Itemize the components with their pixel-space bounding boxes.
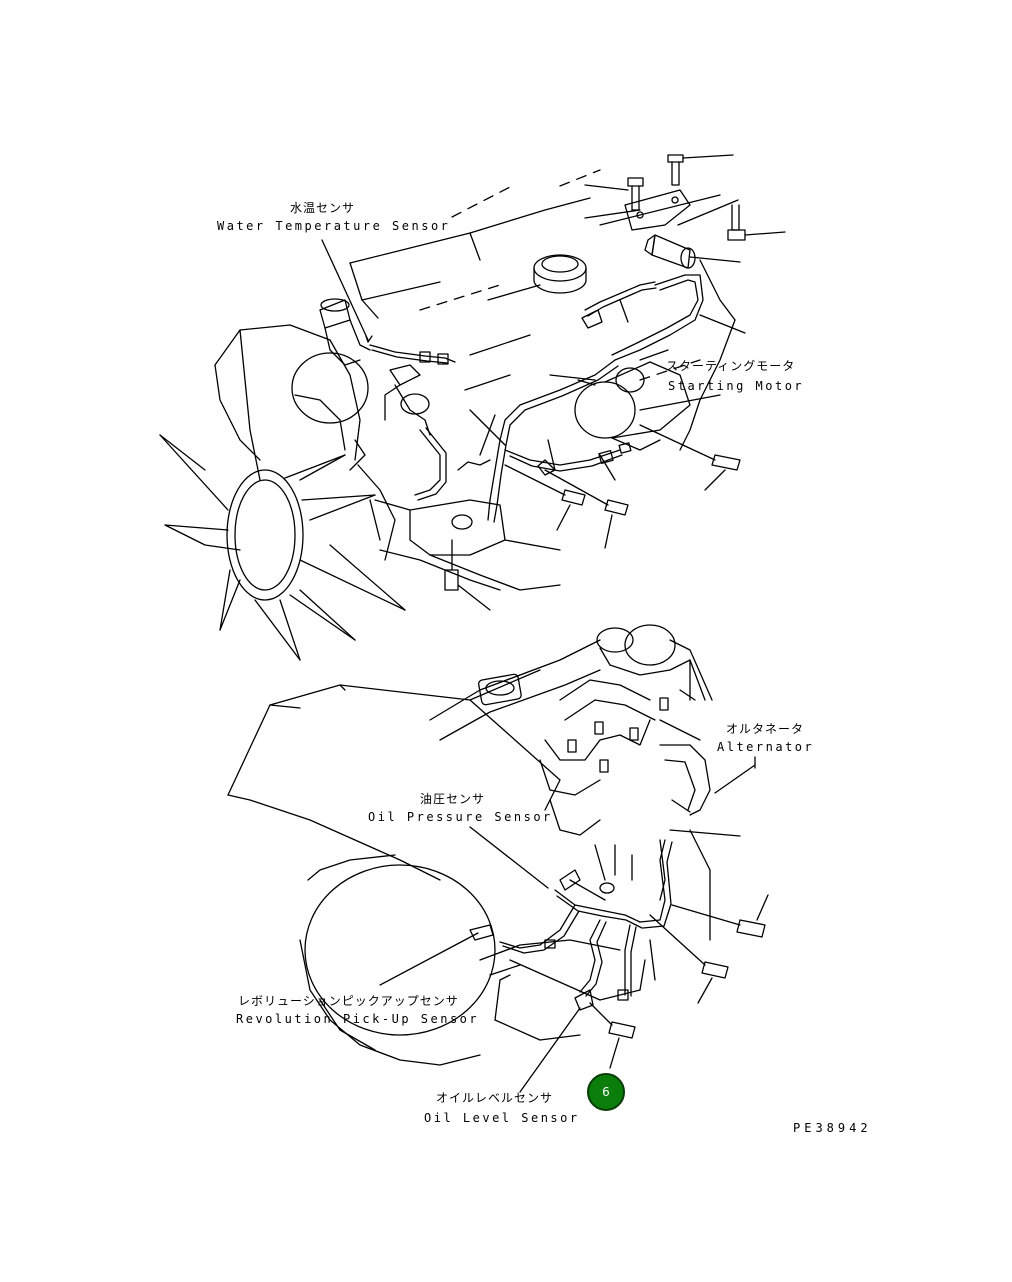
lower-engine-assembly (227, 624, 769, 1069)
label-oil-pressure-en: Oil Pressure Sensor (368, 810, 553, 824)
oil-level-sensor-body (574, 989, 594, 1011)
bolt-upper-3 (727, 204, 786, 241)
bolt-upper-4 (639, 424, 741, 491)
leader-oil-pressure (469, 826, 549, 889)
callout-badge-label: 6 (602, 1085, 610, 1099)
leader-starting-motor (639, 349, 669, 361)
alternator (659, 744, 756, 941)
label-oil-level-en: Oil Level Sensor (424, 1111, 580, 1125)
oil-cap-lower (478, 673, 522, 706)
leader-oil-level (519, 1007, 581, 1093)
thermostat-housing (319, 298, 456, 436)
sensor-bracket (624, 189, 691, 231)
turbocharger (596, 624, 713, 701)
label-starting-motor-en: Starting Motor (668, 379, 805, 393)
oil-filler-cap (533, 254, 587, 282)
label-alternator-jp: オルタネータ (726, 722, 805, 736)
bolt-upper-1 (667, 154, 734, 186)
label-starting-motor-jp: スターティングモータ (666, 359, 796, 373)
bolt-upper-6 (544, 469, 629, 549)
callout-badge[interactable]: 6 (587, 1073, 625, 1111)
cooling-fan (159, 434, 406, 661)
upper-engine-assembly (159, 154, 786, 661)
label-oil-level-jp: オイルレベルセンサ (436, 1091, 554, 1105)
belt-pulley (214, 324, 396, 561)
bolt-upper-2 (584, 177, 644, 219)
flywheel-housing (299, 854, 496, 1066)
drawing-number: PE38942 (793, 1121, 872, 1135)
leader-water-temp (321, 239, 369, 341)
leader-revolution (379, 932, 479, 986)
revolution-sensor-body (469, 924, 494, 941)
bolt-upper-7 (444, 539, 491, 611)
bolt-lower-2 (649, 914, 729, 1004)
oil-pressure-sensor (559, 869, 581, 891)
label-revolution-en: Revolution Pick-Up Sensor (236, 1012, 480, 1026)
label-water-temp-en: Water Temperature Sensor (217, 219, 451, 233)
exhaust-manifold (539, 679, 701, 836)
label-water-temp-jp: 水温センサ (290, 201, 356, 215)
bolt-upper-5 (504, 464, 586, 531)
bolt-lower-1 (671, 894, 769, 938)
bolt-lower-3 (589, 1002, 636, 1069)
solenoid (644, 199, 741, 269)
starting-motor (574, 361, 721, 451)
label-revolution-jp: レボリューションピックアップセンサ (238, 994, 459, 1008)
label-alternator-en: Alternator (717, 740, 815, 754)
label-oil-pressure-jp: 油圧センサ (420, 792, 486, 806)
